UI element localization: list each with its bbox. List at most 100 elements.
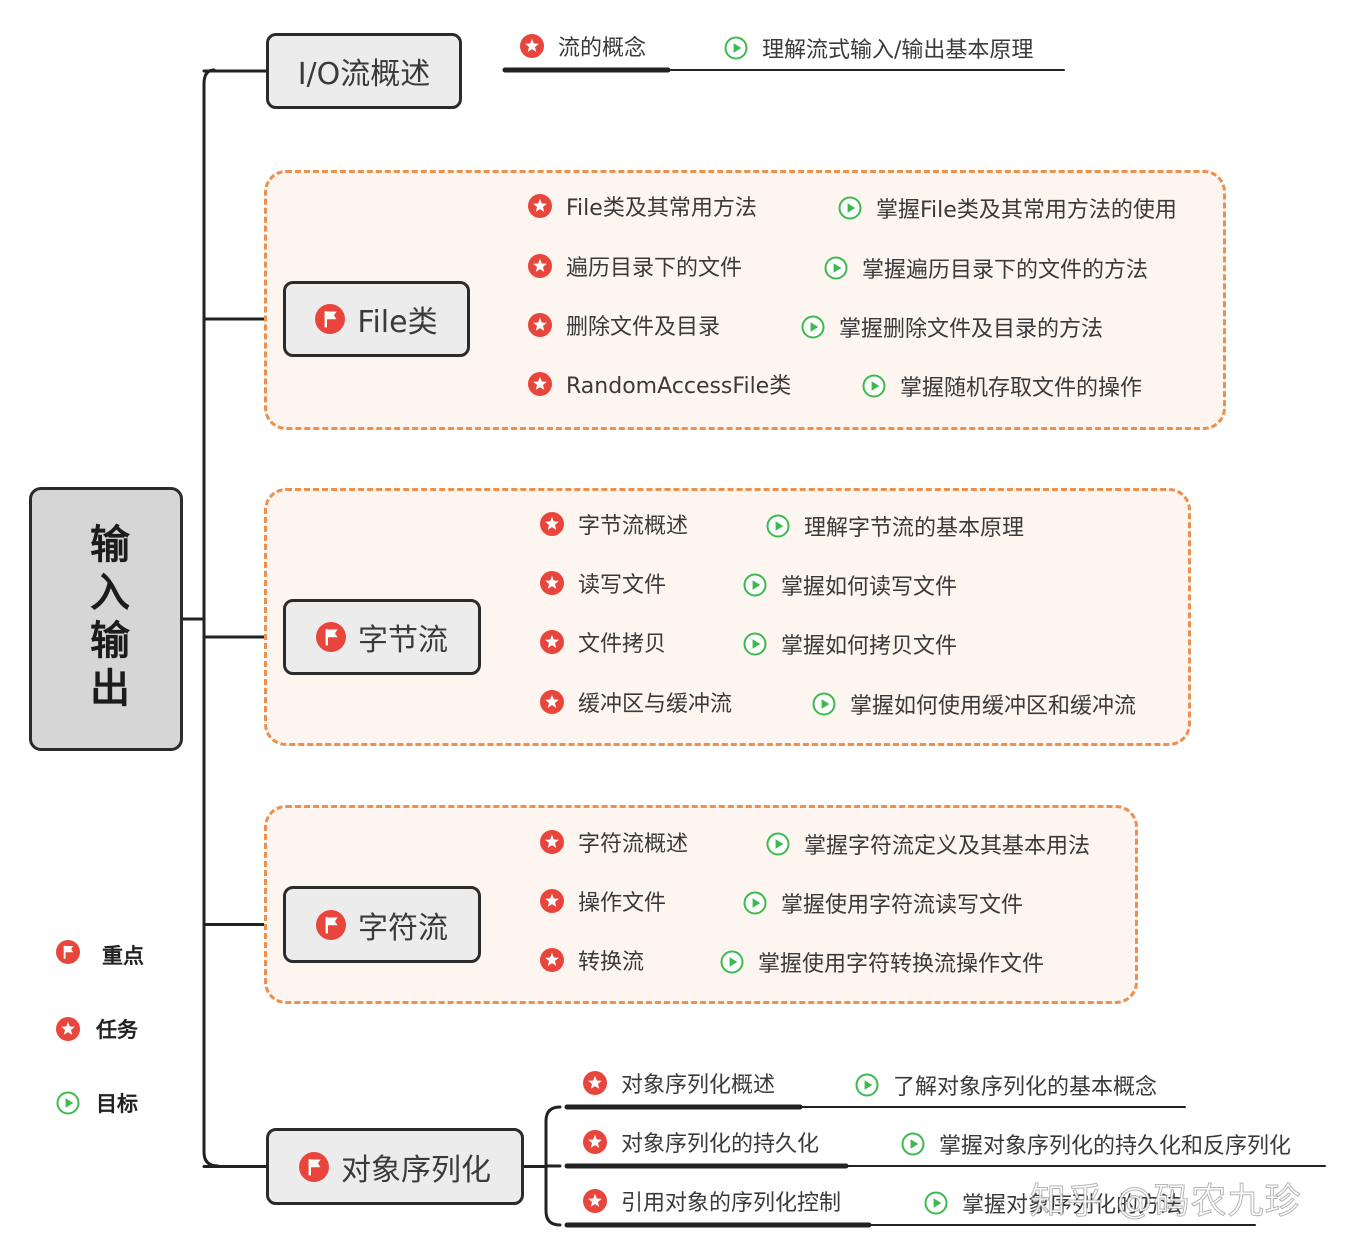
goal-label: 掌握使用字符流读写文件 xyxy=(781,893,1024,918)
goal-label: 掌握对象序列化的持久化和反序列化 xyxy=(939,1134,1292,1159)
play-icon xyxy=(824,256,848,280)
star-icon xyxy=(540,630,564,654)
task-item[interactable]: File类及其常用方法 xyxy=(528,186,757,226)
goal-label: 掌握随机存取文件的操作 xyxy=(900,376,1143,401)
goal-item[interactable]: 了解对象序列化的基本概念 xyxy=(855,1065,1157,1105)
goal-item[interactable]: 掌握字符流定义及其基本用法 xyxy=(766,824,1090,864)
task-item[interactable]: 字节流概述 xyxy=(540,504,688,544)
goal-label: 掌握使用字符转换流操作文件 xyxy=(758,952,1045,977)
task-label: File类及其常用方法 xyxy=(566,196,757,221)
goal-item[interactable]: 掌握随机存取文件的操作 xyxy=(862,366,1142,406)
star-icon xyxy=(520,34,544,58)
play-icon xyxy=(862,374,886,398)
play-icon xyxy=(801,315,825,339)
legend-label: 重点 xyxy=(102,944,144,968)
goal-item[interactable]: 理解字节流的基本原理 xyxy=(766,506,1024,546)
flag-icon xyxy=(299,1151,329,1182)
goal-label: 掌握如何使用缓冲区和缓冲流 xyxy=(850,694,1137,719)
root-node[interactable]: 输入输出 xyxy=(29,487,183,751)
star-icon xyxy=(583,1189,607,1213)
goal-item[interactable]: 掌握使用字符转换流操作文件 xyxy=(720,942,1044,982)
task-label: 删除文件及目录 xyxy=(566,315,721,340)
goal-item[interactable]: 理解流式输入/输出基本原理 xyxy=(724,28,1033,68)
goal-label: 掌握如何读写文件 xyxy=(781,575,958,600)
topic-node-4[interactable]: 对象序列化 xyxy=(266,1128,524,1205)
task-item[interactable]: 删除文件及目录 xyxy=(528,305,720,345)
star-icon xyxy=(528,254,552,278)
star-icon xyxy=(528,194,552,218)
star-icon xyxy=(528,313,552,337)
goal-label: 了解对象序列化的基本概念 xyxy=(893,1075,1158,1100)
task-item[interactable]: 字符流概述 xyxy=(540,822,688,862)
task-label: 操作文件 xyxy=(578,891,667,916)
topic-node-1[interactable]: File类 xyxy=(283,281,470,357)
task-item[interactable]: 缓冲区与缓冲流 xyxy=(540,682,732,722)
goal-label: 掌握File类及其常用方法的使用 xyxy=(876,198,1177,223)
task-label: 转换流 xyxy=(578,950,645,975)
topic-label: File类 xyxy=(357,305,438,340)
task-item[interactable]: 转换流 xyxy=(540,940,644,980)
play-icon xyxy=(720,950,744,974)
play-icon xyxy=(743,632,767,656)
goal-item[interactable]: 掌握使用字符流读写文件 xyxy=(743,883,1023,923)
star-icon xyxy=(540,948,564,972)
topic-label: 字符流 xyxy=(358,910,448,946)
task-item[interactable]: 读写文件 xyxy=(540,563,666,603)
root-label: 输入输出 xyxy=(83,523,129,715)
star-icon xyxy=(540,571,564,595)
task-label: 对象序列化概述 xyxy=(621,1073,776,1098)
play-icon xyxy=(56,1091,80,1115)
star-icon xyxy=(540,512,564,536)
task-label: 流的概念 xyxy=(558,36,647,61)
legend-label: 任务 xyxy=(96,1018,138,1042)
task-label: 文件拷贝 xyxy=(578,632,667,657)
flag-icon xyxy=(315,304,346,334)
star-icon xyxy=(540,830,564,854)
goal-item[interactable]: 掌握如何拷贝文件 xyxy=(743,624,957,664)
flag-icon xyxy=(316,622,346,652)
goal-label: 理解流式输入/输出基本原理 xyxy=(762,38,1034,63)
task-item[interactable]: 流的概念 xyxy=(520,26,646,66)
goal-item[interactable]: 掌握如何读写文件 xyxy=(743,565,957,605)
goal-label: 掌握对象序列化的方法 xyxy=(962,1193,1183,1218)
flag-icon xyxy=(56,940,86,970)
task-label: 引用对象的序列化控制 xyxy=(621,1191,842,1216)
legend-item-2: 目标 xyxy=(56,1088,138,1118)
goal-label: 掌握删除文件及目录的方法 xyxy=(839,317,1104,342)
goal-item[interactable]: 掌握删除文件及目录的方法 xyxy=(801,307,1103,347)
task-item[interactable]: RandomAccessFile类 xyxy=(528,364,791,404)
task-item[interactable]: 遍历目录下的文件 xyxy=(528,246,742,286)
task-item[interactable]: 操作文件 xyxy=(540,881,666,921)
topic-label: 对象序列化 xyxy=(341,1152,491,1188)
topic-node-0[interactable]: I/O流概述 xyxy=(266,33,462,109)
goal-item[interactable]: 掌握遍历目录下的文件的方法 xyxy=(824,248,1148,288)
task-item[interactable]: 对象序列化概述 xyxy=(583,1063,775,1103)
goal-label: 掌握遍历目录下的文件的方法 xyxy=(862,258,1149,283)
play-icon xyxy=(855,1073,879,1097)
task-label: 读写文件 xyxy=(578,573,667,598)
star-icon xyxy=(540,889,564,913)
topic-node-3[interactable]: 字符流 xyxy=(283,886,481,963)
task-label: RandomAccessFile类 xyxy=(566,374,792,399)
goal-item[interactable]: 掌握File类及其常用方法的使用 xyxy=(838,188,1177,228)
task-label: 对象序列化的持久化 xyxy=(621,1132,820,1157)
star-icon xyxy=(583,1071,607,1095)
star-icon xyxy=(56,1017,80,1041)
goal-label: 掌握字符流定义及其基本用法 xyxy=(804,834,1091,859)
task-item[interactable]: 文件拷贝 xyxy=(540,622,666,662)
task-item[interactable]: 引用对象的序列化控制 xyxy=(583,1181,841,1221)
goal-item[interactable]: 掌握对象序列化的持久化和反序列化 xyxy=(901,1124,1291,1164)
task-label: 字符流概述 xyxy=(578,832,689,857)
goal-item[interactable]: 掌握如何使用缓冲区和缓冲流 xyxy=(812,684,1136,724)
star-icon xyxy=(540,690,564,714)
star-icon xyxy=(528,372,552,396)
flag-icon xyxy=(316,909,346,940)
topic-label: I/O流概述 xyxy=(297,57,431,92)
goal-item[interactable]: 掌握对象序列化的方法 xyxy=(924,1183,1182,1223)
task-label: 遍历目录下的文件 xyxy=(566,256,743,281)
topic-node-2[interactable]: 字节流 xyxy=(283,599,481,675)
play-icon xyxy=(901,1132,925,1156)
task-label: 字节流概述 xyxy=(578,514,689,539)
topic-label: 字节流 xyxy=(358,623,448,658)
task-item[interactable]: 对象序列化的持久化 xyxy=(583,1122,819,1162)
